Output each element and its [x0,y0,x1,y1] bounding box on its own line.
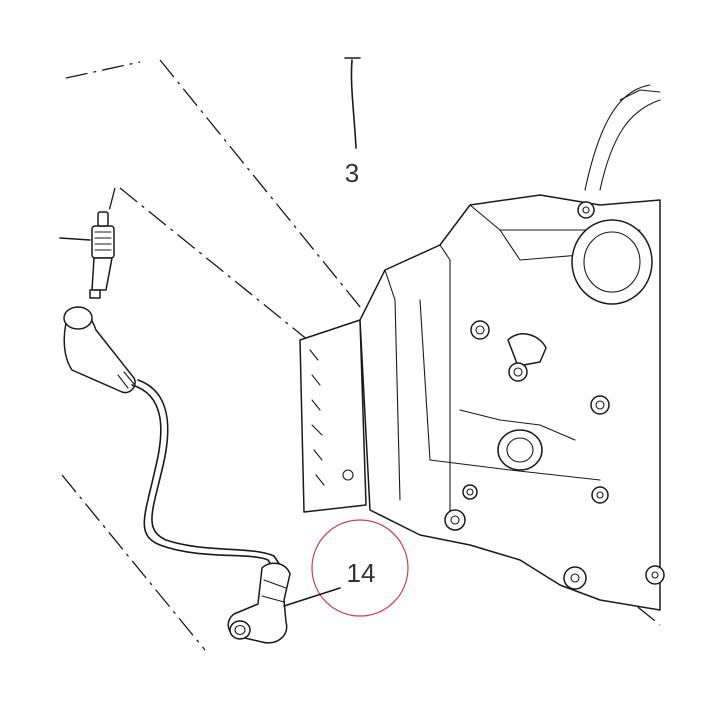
callout-3-label: 3 [345,158,359,188]
guide-line-lower-left [61,474,206,651]
callout-3: 3 [344,57,361,188]
callout-14: 14 [283,519,409,617]
highlight-circle [311,519,409,617]
spark-plug-icon [59,211,115,299]
engine-block-icon [299,84,661,611]
guide-line-top [65,61,141,79]
callout-14-label: 14 [347,558,376,588]
bolt-icon [444,201,665,590]
guide-line-vertical [107,187,116,216]
ignition-lead-icon [63,306,291,644]
